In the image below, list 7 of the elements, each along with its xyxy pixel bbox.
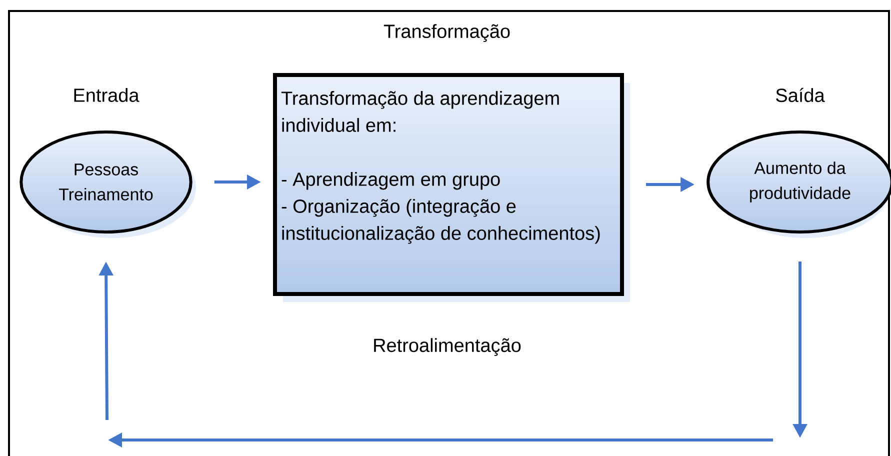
process-box: Transformação da aprendizagem individual em: - Aprendizagem em grupo - Organização (integração e institucionalização de conhecimentos)	[273, 73, 630, 302]
heading: Transformação	[384, 24, 510, 42]
heading: Entrada	[74, 88, 140, 102]
oval-node: Aumento da produtividade	[706, 130, 891, 238]
label: Retroalimentação	[374, 338, 521, 356]
oval-node: Pessoas Treinamento	[20, 130, 196, 238]
heading: Saída	[776, 88, 825, 102]
